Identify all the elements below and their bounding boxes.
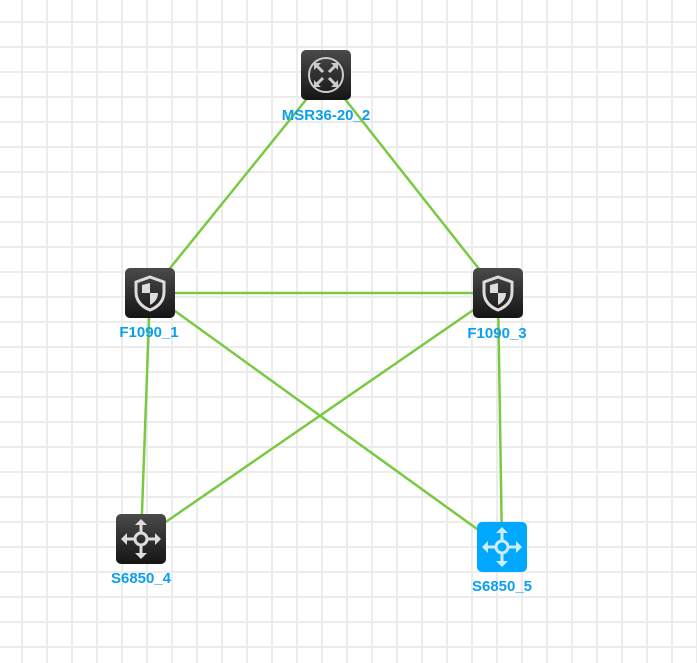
router-node[interactable] (301, 50, 351, 100)
link-f3-s5[interactable] (496, 292, 504, 548)
switch-node[interactable] (116, 514, 166, 564)
node-label: MSR36-20_2 (281, 107, 371, 124)
link-f1-s5[interactable] (149, 291, 503, 549)
link-msr-f3[interactable] (325, 74, 499, 294)
firewall-node[interactable] (473, 268, 523, 318)
switch-icon (482, 527, 522, 567)
node-label: F1090_1 (119, 324, 179, 341)
firewall-node[interactable] (125, 268, 175, 318)
node-label: S6850_4 (110, 570, 172, 587)
link-f3-s4[interactable] (140, 291, 499, 541)
node-label: F1090_3 (467, 325, 527, 342)
router-icon (308, 57, 344, 93)
switch-node-selected[interactable] (477, 522, 527, 572)
link-msr-f1[interactable] (149, 74, 327, 294)
node-label: S6850_5 (471, 578, 533, 595)
switch-icon (121, 519, 161, 559)
link-f1-s4[interactable] (139, 292, 152, 540)
firewall-icon (482, 275, 514, 312)
firewall-icon (134, 275, 166, 312)
